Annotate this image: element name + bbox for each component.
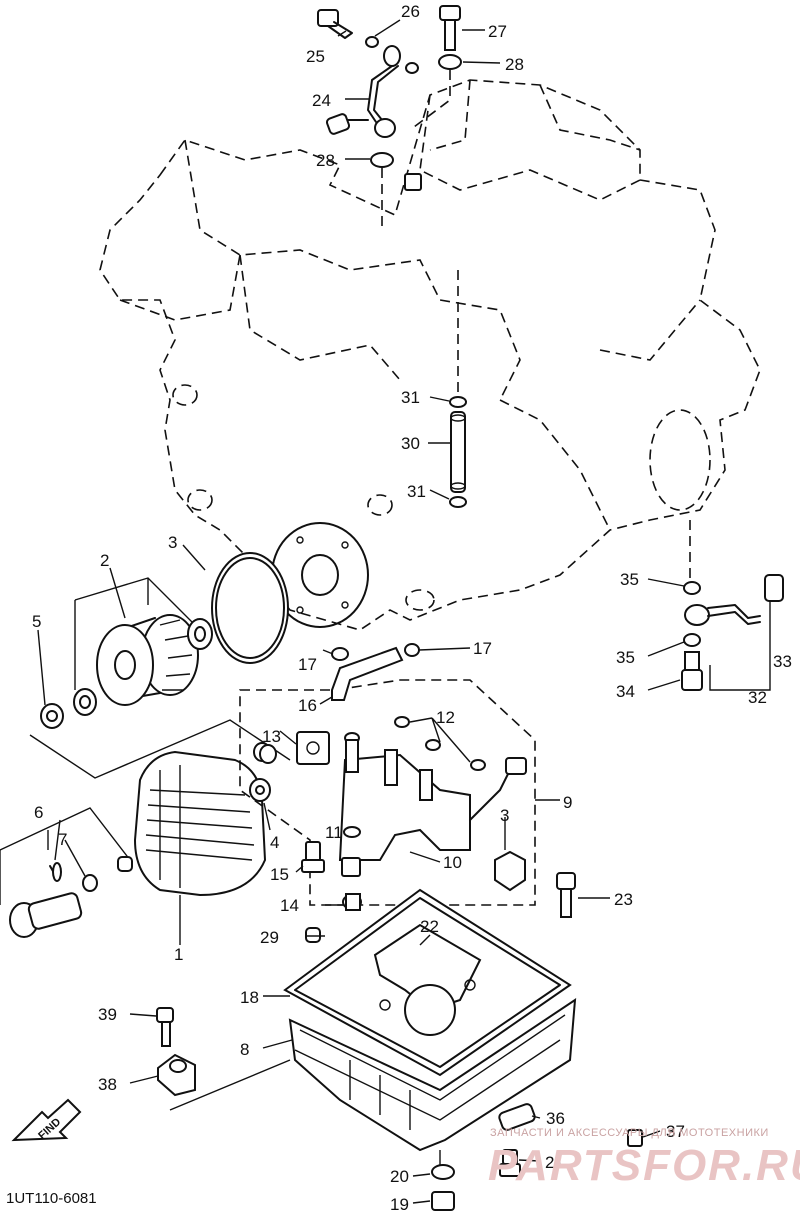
parts-38-39-sensor-bolt xyxy=(156,1007,196,1097)
part-27-bolt xyxy=(439,5,461,51)
part-26-o-ring xyxy=(365,36,379,48)
oil-filter-element-group xyxy=(29,552,291,779)
callout-32: 32 xyxy=(748,688,767,707)
callout-24: 24 xyxy=(312,91,331,110)
part-fitting xyxy=(404,173,422,191)
callout-18: 18 xyxy=(240,988,259,1007)
watermark: ЗАПЧАСТИ И АКСЕССУАРЫ ДЛЯ МОТОТЕХНИКИ PA… xyxy=(488,1127,800,1190)
callout-labels: 25 26 27 28 24 28 31 30 31 35 35 33 34 3… xyxy=(32,2,792,1214)
part-24-pipe xyxy=(325,45,419,138)
callout-1: 1 xyxy=(174,945,183,964)
part-29-plug xyxy=(305,927,321,943)
drain-plug-group xyxy=(431,1149,521,1211)
callout-15: 15 xyxy=(270,865,289,884)
callout-13-right: 3 xyxy=(500,806,509,825)
callout-6: 6 xyxy=(34,803,43,822)
oil-pipe-assembly xyxy=(239,643,536,911)
callout-19: 19 xyxy=(390,1195,409,1214)
callout-7: 7 xyxy=(58,830,67,849)
leader-lines xyxy=(37,19,685,1204)
callout-9: 9 xyxy=(563,793,572,812)
callout-36: 36 xyxy=(546,1109,565,1128)
find-arrow-icon: FIND xyxy=(11,1098,82,1142)
callout-35-bottom: 35 xyxy=(616,648,635,667)
breather-pipe-assembly xyxy=(317,5,462,230)
part-25-bolt xyxy=(317,9,353,39)
callout-22: 22 xyxy=(420,917,439,936)
callout-20: 20 xyxy=(390,1167,409,1186)
engine-crankcase-outline xyxy=(99,79,761,631)
callout-4: 4 xyxy=(270,833,279,852)
parts-36-37 xyxy=(498,1103,643,1147)
callout-35-top: 35 xyxy=(620,570,639,589)
callout-10: 10 xyxy=(443,853,462,872)
callout-11: 11 xyxy=(325,823,343,842)
callout-30: 30 xyxy=(401,434,420,453)
callout-31-bottom: 31 xyxy=(407,482,426,501)
callout-37: 37 xyxy=(666,1122,685,1141)
callout-29: 29 xyxy=(260,928,279,947)
callout-17-right: 17 xyxy=(473,639,492,658)
callout-25: 25 xyxy=(306,47,325,66)
part-23-bolt xyxy=(556,872,576,918)
callout-21: 21 xyxy=(545,1153,564,1172)
callout-13-left: 13 xyxy=(262,727,281,746)
diagram-code: 1UT110-6081 xyxy=(6,1190,97,1207)
callout-38: 38 xyxy=(98,1075,117,1094)
callout-17-left: 17 xyxy=(298,655,317,674)
oil-filter-cover-group xyxy=(0,742,277,938)
callout-2: 2 xyxy=(100,551,109,570)
oil-level-switch-assembly xyxy=(681,520,784,691)
callout-26: 26 xyxy=(401,2,420,21)
part-28-washer-mid xyxy=(370,152,394,168)
callout-14: 14 xyxy=(280,896,299,915)
oil-pan-group xyxy=(169,888,577,1165)
callout-8: 8 xyxy=(240,1040,249,1059)
callout-28-top: 28 xyxy=(505,55,524,74)
watermark-tagline: ЗАПЧАСТИ И АКСЕССУАРЫ ДЛЯ МОТОТЕХНИКИ xyxy=(490,1127,769,1139)
callout-3-top: 3 xyxy=(168,533,177,552)
callout-23: 23 xyxy=(614,890,633,909)
callout-16: 16 xyxy=(298,696,317,715)
callout-34: 34 xyxy=(616,682,635,701)
callout-27: 27 xyxy=(488,22,507,41)
callout-39: 39 xyxy=(98,1005,117,1024)
watermark-logo: PARTSFOR.RU xyxy=(488,1141,800,1190)
part-30-pipe-with-31-o-rings xyxy=(449,270,467,508)
callout-28-mid: 28 xyxy=(316,151,335,170)
callout-12: 12 xyxy=(436,708,455,727)
part-28-washer-top xyxy=(438,54,462,70)
callout-5: 5 xyxy=(32,612,41,631)
callout-31-top: 31 xyxy=(401,388,420,407)
callout-33: 33 xyxy=(773,652,792,671)
